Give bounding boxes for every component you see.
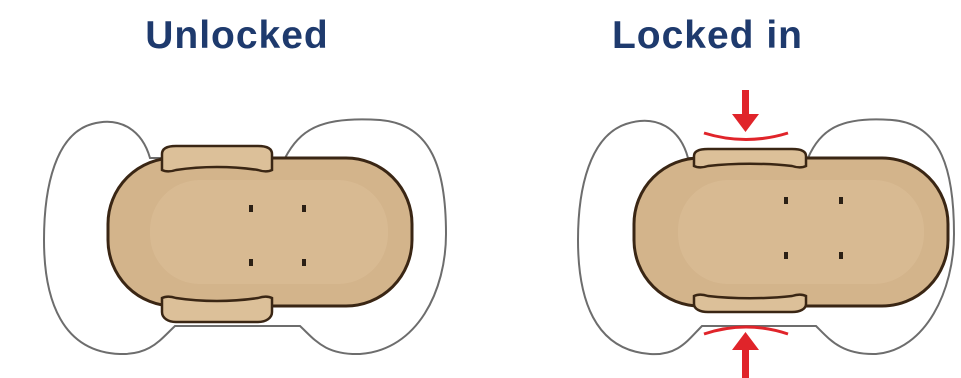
panel-locked: Locked in: [480, 0, 961, 378]
marker-dot: [784, 197, 788, 204]
arrow-down-icon: [732, 90, 759, 132]
sensor-device-unlocked-icon: [0, 0, 480, 378]
marker-dot: [839, 252, 843, 259]
top-tab: [694, 149, 806, 168]
marker-dot: [249, 205, 253, 212]
top-tab: [162, 146, 272, 172]
device-inset: [150, 180, 388, 284]
marker-dot: [839, 197, 843, 204]
marker-dot: [784, 252, 788, 259]
marker-dot: [302, 259, 306, 266]
pressure-arc-top: [704, 133, 788, 140]
arrow-up-icon: [732, 332, 759, 378]
marker-dot: [249, 259, 253, 266]
device-inset: [678, 180, 924, 284]
bottom-tab: [162, 297, 272, 323]
marker-dot: [302, 205, 306, 212]
sensor-device-locked-icon: [480, 0, 961, 378]
panel-unlocked: Unlocked: [0, 0, 480, 378]
